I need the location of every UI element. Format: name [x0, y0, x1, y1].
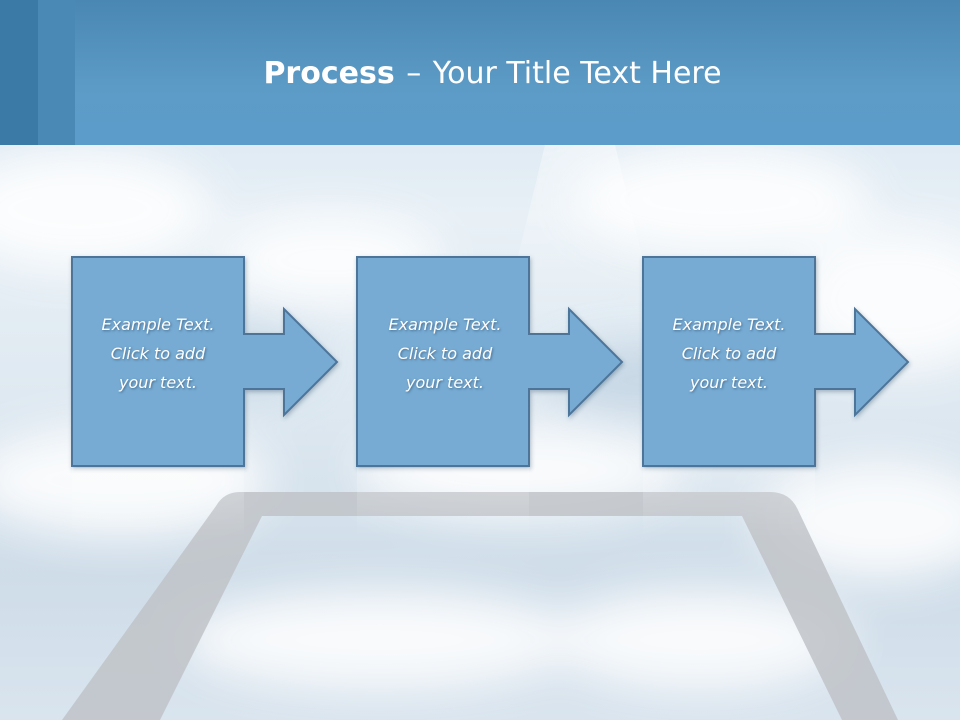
- step-text-line: your text.: [689, 373, 768, 392]
- step-text-line: Example Text.: [101, 315, 215, 334]
- title-separator: –: [406, 56, 422, 91]
- process-step-3-text[interactable]: Example Text. Click to add your text.: [643, 310, 815, 397]
- platform-frame: [62, 492, 898, 720]
- header-stripe: [38, 0, 75, 145]
- step-text-line: Click to add: [397, 344, 493, 363]
- step-reflections: [72, 468, 815, 538]
- title-rest: Your Title Text Here: [432, 56, 722, 91]
- header-stripe: [0, 0, 38, 145]
- process-step-2[interactable]: [356, 256, 624, 467]
- step-text-line: your text.: [405, 373, 484, 392]
- title-bar: Process – Your Title Text Here: [0, 0, 960, 145]
- slide-title[interactable]: Process – Your Title Text Here: [75, 52, 910, 96]
- step-text-line: Example Text.: [388, 315, 502, 334]
- process-step-1-text[interactable]: Example Text. Click to add your text.: [72, 310, 244, 397]
- process-step-3[interactable]: [642, 256, 910, 467]
- process-step-2-text[interactable]: Example Text. Click to add your text.: [359, 310, 531, 397]
- process-step-1[interactable]: [71, 256, 339, 467]
- step-text-line: your text.: [118, 373, 197, 392]
- step-text-line: Example Text.: [672, 315, 786, 334]
- step-text-line: Click to add: [110, 344, 206, 363]
- step-text-line: Click to add: [681, 344, 777, 363]
- title-bold: Process: [263, 56, 395, 91]
